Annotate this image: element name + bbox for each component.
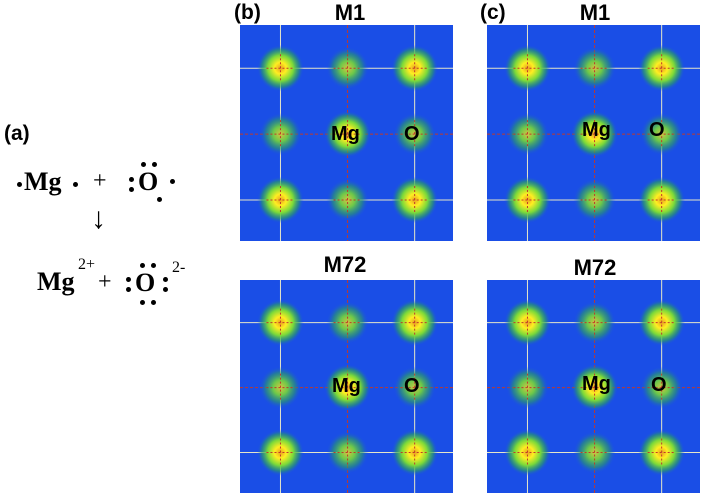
atom-center-mark xyxy=(513,438,542,467)
atom-center-mark xyxy=(647,54,676,83)
atom-center-mark xyxy=(513,54,542,83)
atom-center-mark xyxy=(333,373,362,402)
atom-center-mark xyxy=(647,308,676,337)
plus-sign: + xyxy=(93,168,107,194)
atom-center-mark xyxy=(580,185,609,214)
reaction-arrow: ↓ xyxy=(91,202,106,235)
atom-center-mark xyxy=(400,308,429,337)
electron-dot xyxy=(141,162,146,167)
atom-center-mark xyxy=(400,185,429,214)
atom-center-mark xyxy=(333,185,362,214)
atom-center-mark xyxy=(513,120,542,149)
lewis-equation: Mg + O ↓ Mg 2+ + O 2- xyxy=(0,150,230,320)
atom-center-mark xyxy=(333,438,362,467)
oxygen-density xyxy=(638,44,686,92)
atom-center-mark xyxy=(400,373,429,402)
density-map-svg xyxy=(240,280,453,493)
electron-dot xyxy=(151,263,156,268)
electron-dot xyxy=(140,300,145,305)
oxygen-density xyxy=(391,44,439,92)
density-map-svg xyxy=(240,25,453,241)
mg-charge: 2+ xyxy=(78,256,96,273)
atom-center-mark xyxy=(400,54,429,83)
atom-center-mark xyxy=(580,308,609,337)
electron-dot xyxy=(129,187,134,192)
atom-center-mark xyxy=(647,438,676,467)
lewis-o: O xyxy=(138,167,159,196)
electron-dot xyxy=(126,277,131,282)
density-map-svg xyxy=(487,25,700,241)
title-b-top: M1 xyxy=(334,0,366,25)
atom-center-mark xyxy=(580,54,609,83)
density-map-b-m1 xyxy=(240,25,453,241)
atom-label-o: O xyxy=(404,123,420,145)
lewis-o-ion: O xyxy=(135,268,156,297)
electron-dot xyxy=(151,300,156,305)
electron-dot xyxy=(157,197,162,202)
plus-sign-2: + xyxy=(98,269,112,295)
title-b-bottom: M72 xyxy=(323,252,367,277)
oxygen-density xyxy=(504,429,551,476)
atom-center-mark xyxy=(647,373,676,402)
atom-center-mark xyxy=(333,120,362,149)
atom-center-mark xyxy=(333,308,362,337)
o-charge: 2- xyxy=(172,259,186,276)
electron-dot xyxy=(73,182,78,187)
atom-center-mark xyxy=(580,120,609,149)
electron-dot xyxy=(163,287,168,292)
atom-label-mg: Mg xyxy=(582,373,611,395)
electron-dot xyxy=(17,182,22,187)
density-map-b-m72 xyxy=(240,280,453,493)
electron-dot xyxy=(129,177,134,182)
atom-label-mg: Mg xyxy=(582,119,611,141)
title-c-top: M1 xyxy=(579,0,611,25)
oxygen-density xyxy=(391,429,439,476)
atom-center-mark xyxy=(266,373,295,402)
lewis-mg-ion: Mg xyxy=(37,267,75,296)
atom-center-mark xyxy=(580,373,609,402)
atom-center-mark xyxy=(333,54,362,83)
atom-center-mark xyxy=(266,438,295,467)
electron-dot xyxy=(163,277,168,282)
lewis-mg: Mg xyxy=(24,167,62,196)
electron-dot xyxy=(170,179,175,184)
atom-label-o: O xyxy=(404,375,420,397)
atom-center-mark xyxy=(266,54,295,83)
electron-dot xyxy=(126,287,131,292)
panel-label-a: (a) xyxy=(4,122,30,145)
atom-label-o: O xyxy=(651,374,667,396)
atom-label-mg: Mg xyxy=(332,375,361,397)
atom-center-mark xyxy=(580,438,609,467)
oxygen-density xyxy=(638,429,686,476)
oxygen-density xyxy=(504,44,551,92)
atom-center-mark xyxy=(513,185,542,214)
atom-label-mg: Mg xyxy=(331,123,360,145)
density-map-c-m72 xyxy=(487,280,700,493)
electron-dot xyxy=(140,263,145,268)
atom-label-o: O xyxy=(649,119,665,141)
density-map-c-m1 xyxy=(487,25,700,241)
atom-center-mark xyxy=(266,308,295,337)
density-map-svg xyxy=(487,280,700,493)
atom-center-mark xyxy=(647,185,676,214)
electron-dot xyxy=(152,162,157,167)
panel-label-c: (c) xyxy=(480,1,506,24)
panel-label-b: (b) xyxy=(234,1,261,24)
atom-center-mark xyxy=(647,120,676,149)
atom-center-mark xyxy=(266,120,295,149)
atom-center-mark xyxy=(266,185,295,214)
title-c-bottom: M72 xyxy=(573,255,617,280)
atom-center-mark xyxy=(513,373,542,402)
atom-center-mark xyxy=(400,120,429,149)
atom-center-mark xyxy=(513,308,542,337)
atom-center-mark xyxy=(400,438,429,467)
